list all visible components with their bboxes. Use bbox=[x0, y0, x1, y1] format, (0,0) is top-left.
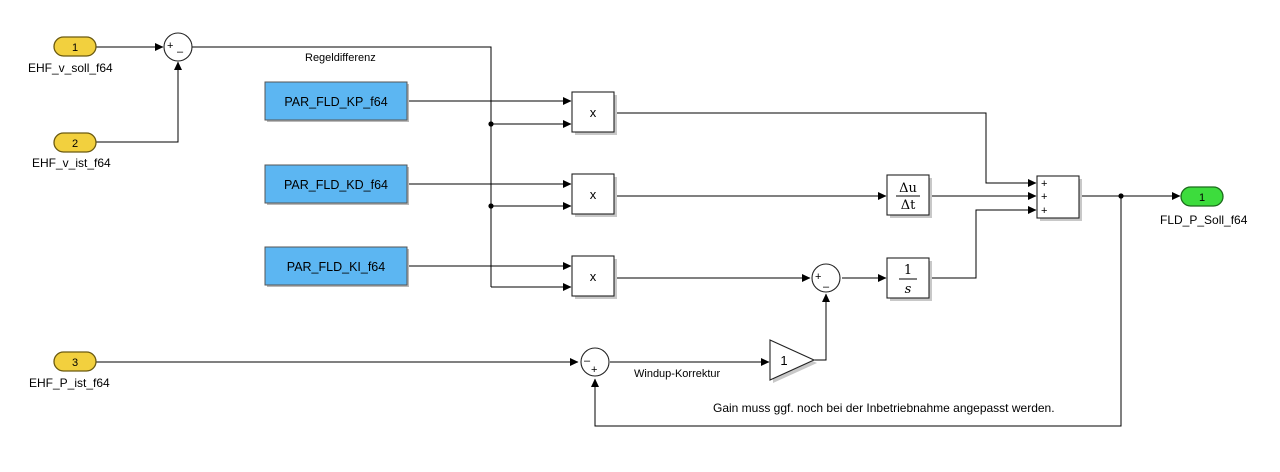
svg-text:x: x bbox=[590, 105, 597, 120]
branch-dot bbox=[488, 121, 494, 127]
inport-3[interactable]: 3 EHF_P_ist_f64 bbox=[29, 351, 110, 390]
outport-1-label: FLD_P_Soll_f64 bbox=[1160, 213, 1248, 227]
inport-3-label: EHF_P_ist_f64 bbox=[29, 376, 110, 390]
inport-1[interactable]: 1 EHF_v_soll_f64 bbox=[28, 36, 113, 75]
inport-1-label: EHF_v_soll_f64 bbox=[28, 61, 113, 75]
branch-dot bbox=[1118, 193, 1124, 199]
outport-1[interactable]: 1 FLD_P_Soll_f64 bbox=[1160, 186, 1248, 227]
svg-text:–: – bbox=[584, 355, 591, 367]
inport-2-label: EHF_v_ist_f64 bbox=[32, 156, 111, 170]
branch-dot bbox=[488, 203, 494, 209]
constant-kp[interactable]: PAR_FLD_KP_f64 bbox=[264, 81, 409, 122]
product-block-ki[interactable]: x bbox=[571, 255, 617, 299]
svg-text:1: 1 bbox=[1199, 192, 1205, 204]
svg-text:+: + bbox=[167, 40, 173, 52]
constant-kd[interactable]: PAR_FLD_KD_f64 bbox=[264, 164, 409, 205]
integrator-block[interactable]: 1 s bbox=[886, 257, 932, 301]
svg-text:1: 1 bbox=[780, 353, 787, 368]
svg-text:PAR_FLD_KP_f64: PAR_FLD_KP_f64 bbox=[284, 95, 387, 109]
svg-text:+: + bbox=[591, 364, 597, 376]
wires bbox=[96, 43, 1181, 427]
gain-block[interactable]: 1 bbox=[769, 339, 817, 383]
product-block-kp[interactable]: x bbox=[571, 91, 617, 135]
annotation-text: Gain muss ggf. noch bei der Inbetriebnah… bbox=[713, 401, 1055, 415]
svg-text:PAR_FLD_KD_f64: PAR_FLD_KD_f64 bbox=[284, 178, 388, 192]
svg-text:PAR_FLD_KI_f64: PAR_FLD_KI_f64 bbox=[287, 260, 385, 274]
signal-label-regeldifferenz: Regeldifferenz bbox=[305, 52, 376, 64]
svg-text:2: 2 bbox=[72, 138, 78, 150]
product-block-kd[interactable]: x bbox=[571, 173, 617, 217]
svg-text:x: x bbox=[590, 187, 597, 202]
svg-text:Δu: Δu bbox=[899, 181, 917, 196]
sum-block-windup[interactable]: – + bbox=[580, 347, 610, 377]
svg-text:–: – bbox=[177, 46, 184, 58]
signal-label-windup: Windup-Korrektur bbox=[634, 368, 721, 380]
svg-text:x: x bbox=[590, 269, 597, 284]
svg-text:1: 1 bbox=[904, 263, 912, 278]
svg-text:+: + bbox=[1041, 178, 1047, 190]
derivative-block[interactable]: Δu Δt bbox=[886, 174, 932, 218]
svg-text:–: – bbox=[823, 281, 830, 293]
svg-text:+: + bbox=[1041, 205, 1047, 217]
constant-ki[interactable]: PAR_FLD_KI_f64 bbox=[264, 246, 409, 287]
svg-text:1: 1 bbox=[72, 42, 78, 54]
inport-2[interactable]: 2 EHF_v_ist_f64 bbox=[32, 132, 111, 170]
sum-block-output[interactable]: + + + bbox=[1036, 175, 1082, 221]
svg-text:+: + bbox=[1041, 191, 1047, 203]
sum-block-error[interactable]: + – bbox=[163, 32, 193, 62]
svg-text:+: + bbox=[815, 271, 821, 283]
svg-text:s: s bbox=[905, 282, 912, 297]
svg-text:3: 3 bbox=[72, 357, 78, 369]
svg-text:Δt: Δt bbox=[901, 198, 916, 213]
sum-block-integrator[interactable]: + – bbox=[811, 263, 841, 293]
